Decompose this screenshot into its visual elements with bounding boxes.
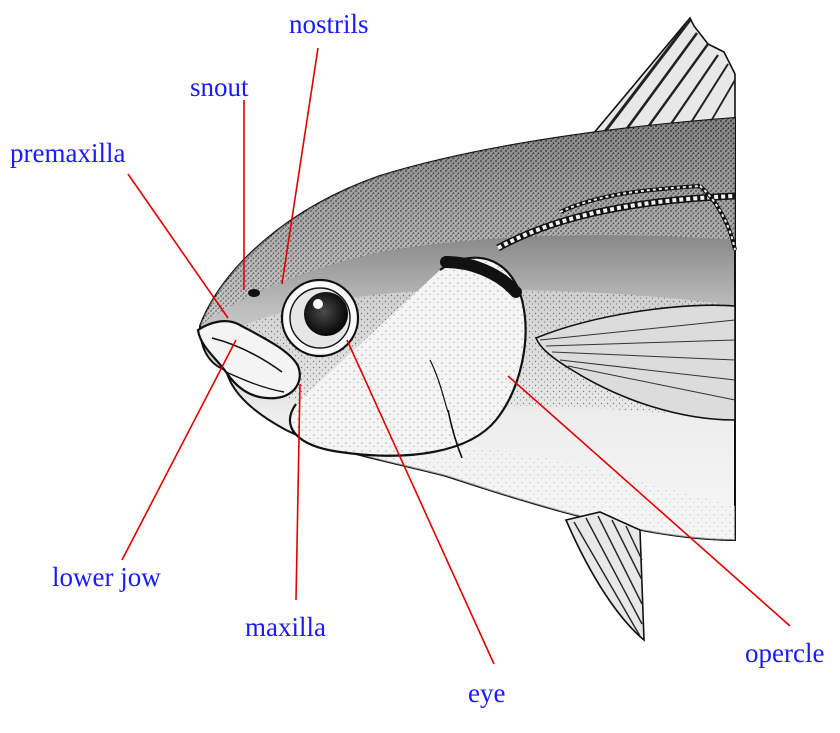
maxilla-label: maxilla (245, 614, 326, 641)
snout-label: snout (190, 74, 249, 101)
pelvic-fin (566, 512, 644, 640)
nostril-mark (248, 289, 260, 297)
eye-label: eye (468, 680, 505, 707)
lower-jaw-leader-line (122, 340, 236, 560)
premaxilla-leader-line (128, 174, 228, 318)
premaxilla-label: premaxilla (10, 140, 125, 167)
lower-jaw-label: lower jow (52, 564, 161, 591)
opercle-label: opercle (745, 640, 824, 667)
eye-drawing (282, 280, 358, 356)
nostrils-label: nostrils (289, 11, 369, 38)
